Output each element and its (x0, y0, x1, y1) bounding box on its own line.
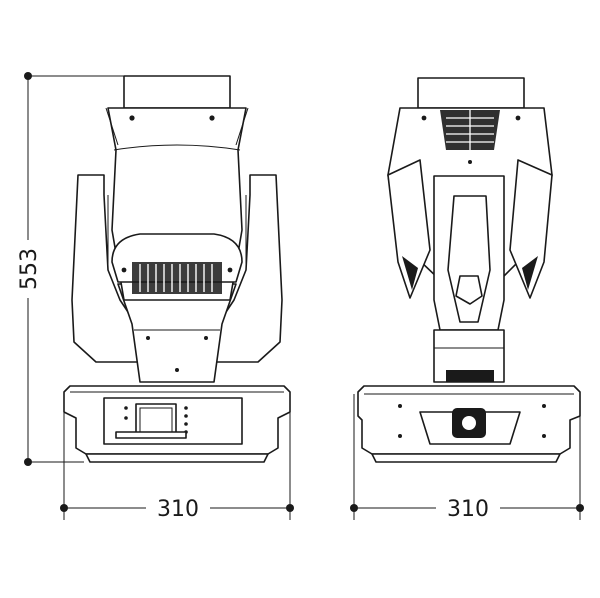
side-head-cap (417, 77, 525, 109)
side-width-endpoint-right (576, 504, 584, 512)
front-screws (121, 115, 233, 372)
side-neck-vent (446, 370, 494, 382)
height-dimension-label: 553 (17, 248, 42, 290)
side-top-vent-slats (446, 110, 494, 150)
front-base-foot (85, 453, 269, 463)
front-head-shell-bevels (105, 107, 249, 146)
front-width-dimension: 310 (60, 394, 294, 522)
side-width-dimension: 310 (350, 394, 584, 522)
side-width-label-gap (436, 494, 500, 522)
side-center-badge (455, 275, 483, 305)
side-base-screws (398, 404, 546, 438)
front-yoke-center (117, 283, 237, 383)
front-head-cap (123, 75, 231, 109)
height-endpoint-top (24, 72, 32, 80)
side-fan-hub (462, 416, 476, 430)
side-right-fin (509, 159, 553, 299)
side-screws (421, 115, 521, 164)
side-width-endpoint-left (350, 504, 358, 512)
front-width-endpoint-left (60, 504, 68, 512)
front-lens-vent (132, 262, 222, 294)
front-usb-slot (115, 431, 187, 439)
front-display-screen (135, 403, 177, 437)
side-neck (433, 329, 505, 383)
side-view (357, 77, 581, 463)
height-endpoint-bottom (24, 458, 32, 466)
side-width-dimension-label: 310 (447, 497, 489, 522)
side-left-fin (387, 159, 431, 299)
front-width-label-gap (146, 494, 210, 522)
front-head-shell-seam (113, 144, 241, 151)
height-label-gap (16, 240, 40, 298)
side-left-fin-vent (402, 256, 418, 290)
height-dimension: 553 (16, 72, 124, 466)
side-right-fin-vent (522, 256, 538, 290)
front-width-dimension-label: 310 (157, 497, 199, 522)
front-view (63, 75, 291, 463)
front-lens-vent-slats (139, 264, 213, 292)
side-base-foot (371, 453, 561, 463)
front-width-endpoint-right (286, 504, 294, 512)
